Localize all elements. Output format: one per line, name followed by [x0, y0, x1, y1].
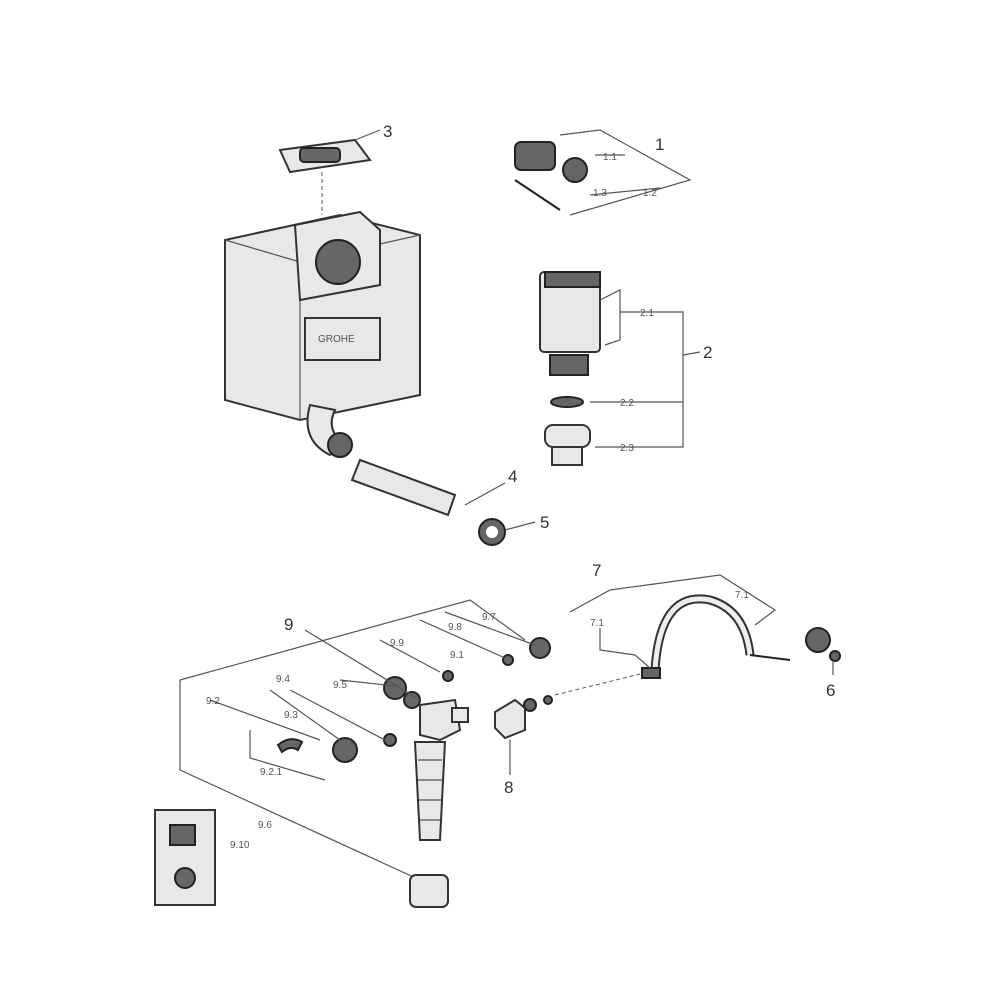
- label-7: 7: [592, 561, 601, 580]
- part-labels: 3 1 1.1 1.3 1.2 2.1 2 2.2 2.3 4 5 7 7.1 …: [206, 122, 835, 851]
- label-1-2: 1.2: [643, 188, 657, 199]
- label-1-3: 1.3: [593, 188, 607, 199]
- label-1-1: 1.1: [603, 152, 617, 163]
- label-3: 3: [383, 122, 392, 141]
- label-9-3: 9.3: [284, 710, 298, 721]
- label-8: 8: [504, 778, 513, 797]
- label-9-2-1: 9.2.1: [260, 767, 283, 778]
- label-7-1a: 7.1: [735, 590, 749, 601]
- part-6-valve-connector: [805, 627, 841, 675]
- label-5: 5: [540, 513, 549, 532]
- part-5-seal: [478, 518, 536, 546]
- logo-text: GROHE: [318, 334, 355, 345]
- label-6: 6: [826, 681, 835, 700]
- label-4: 4: [508, 467, 517, 486]
- label-2-1: 2.1: [640, 308, 654, 319]
- part-7-hose: [569, 574, 791, 679]
- part-4-flush-pipe: [350, 458, 506, 517]
- label-2: 2: [703, 343, 712, 362]
- brand-logo: [304, 317, 381, 361]
- label-1: 1: [655, 135, 664, 154]
- label-9-8: 9.8: [448, 622, 462, 633]
- label-9-6: 9.6: [258, 820, 272, 831]
- label-7-1b: 7.1: [590, 618, 604, 629]
- label-2-3: 2.3: [620, 443, 634, 454]
- label-9-4: 9.4: [276, 674, 290, 685]
- label-9-5: 9.5: [333, 680, 347, 691]
- label-9-9: 9.9: [390, 638, 404, 649]
- part-2-flush-valve: [539, 271, 701, 466]
- part-1-group: [514, 129, 692, 216]
- part-9-fill-valve: [154, 599, 551, 908]
- label-9-1: 9.1: [450, 650, 464, 661]
- label-9: 9: [284, 615, 293, 634]
- label-9-7: 9.7: [482, 612, 496, 623]
- label-9-2: 9.2: [206, 696, 220, 707]
- label-2-2: 2.2: [620, 398, 634, 409]
- label-9-10: 9.10: [230, 840, 250, 851]
- cistern-tank: GROHE: [224, 210, 421, 458]
- part-3-cover-plate: [278, 129, 381, 174]
- part-8-angle-valve: [494, 695, 553, 775]
